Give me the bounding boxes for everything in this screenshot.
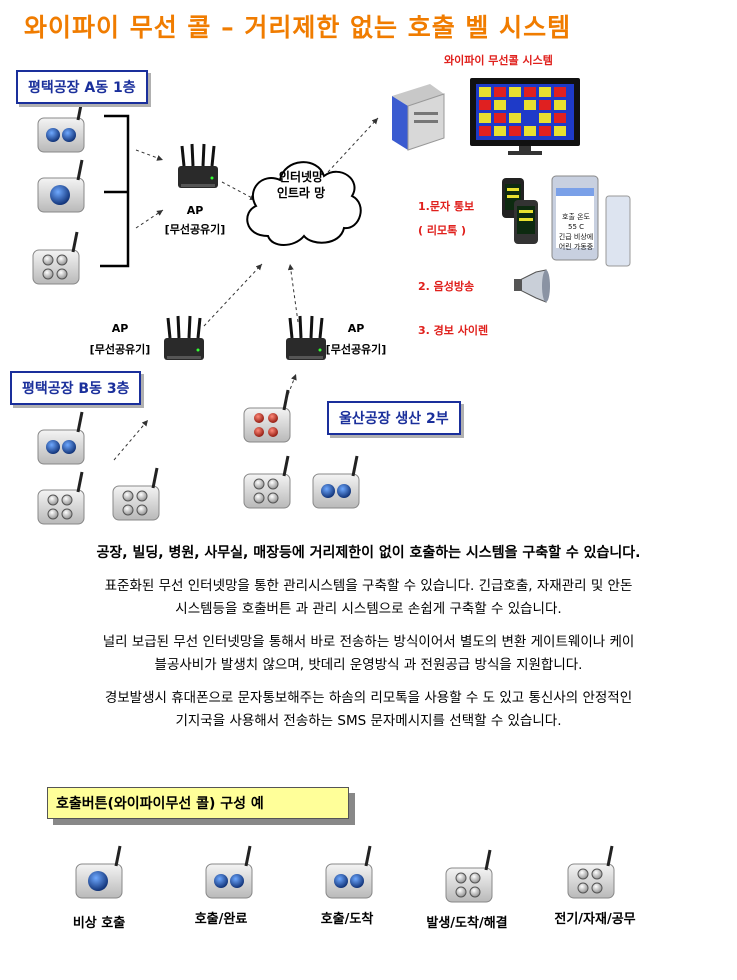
ap-name: AP xyxy=(111,322,129,335)
paragraph-line: 널리 보급된 무선 인터넷망을 통해서 바로 전송하는 방식이어서 별도의 변환… xyxy=(102,634,635,650)
mobile-phone-2 xyxy=(514,200,538,244)
config-device-call-complete xyxy=(204,844,254,900)
config-device-call-arrive xyxy=(324,844,374,900)
config-label-call-complete: 호출/완료 xyxy=(194,912,248,927)
paragraph-line: 경보발생시 휴대폰으로 문자통보해주는 하솜의 리모톡을 사용할 수 도 있고 … xyxy=(104,690,633,706)
site-a-device-3 xyxy=(31,230,81,286)
config-label-occur-arrive-resolve: 발생/도착/해결 xyxy=(426,916,508,931)
site-label-a: 평택공장 A동 1층 xyxy=(16,70,148,104)
paragraph-line: 시스템등을 호출버튼 과 관리 시스템으로 손쉽게 구축할 수 있습니다. xyxy=(175,601,562,617)
smartphone xyxy=(551,175,631,267)
site-c-device-3 xyxy=(311,454,361,510)
phone-line: 호출 온도 xyxy=(562,213,590,221)
site-label-c: 울산공장 생산 2부 xyxy=(327,401,461,435)
ap-sub: [무선공유기] xyxy=(89,343,151,356)
site-b-device-3 xyxy=(111,466,161,522)
notify-siren: 3. 경보 사이렌 xyxy=(418,324,489,337)
megaphone-icon xyxy=(514,269,550,303)
ap-label-right: AP [무선공유기] xyxy=(320,322,392,357)
system-label: 와이파이 무선콜 시스템 xyxy=(444,54,553,67)
phone-line: 긴급 비상에 xyxy=(558,233,594,241)
ap-label-top: AP [무선공유기] xyxy=(160,204,230,237)
notify-voice: 2. 음성방송 xyxy=(418,280,475,293)
ap-name: AP xyxy=(347,322,365,335)
phone-line: 55 C xyxy=(567,223,585,231)
config-label-emergency: 비상 호출 xyxy=(72,916,126,931)
site-b-device-1 xyxy=(36,410,86,466)
paragraph-line: 기지국을 사용해서 전송하는 SMS 문자메시지를 선택할 수 있습니다. xyxy=(175,713,562,729)
phone-line: 어린 가동중 xyxy=(558,243,594,251)
site-a-device-2 xyxy=(36,158,86,214)
ap-label-left: AP [무선공유기] xyxy=(84,322,156,357)
config-title-box xyxy=(47,787,349,819)
config-device-occur-arrive-resolve xyxy=(444,848,494,904)
network-line-1: 인터넷망 xyxy=(278,170,324,184)
ap-router-top xyxy=(176,142,220,190)
ap-router-left xyxy=(162,314,206,362)
smartphone-screen: 호출 온도 55 C 긴급 비상에 어린 가동중 xyxy=(557,212,595,252)
network-cloud xyxy=(246,161,362,246)
site-b-device-2 xyxy=(36,470,86,526)
monitor-status-grid xyxy=(479,87,566,136)
site-label-b: 평택공장 B동 3층 xyxy=(10,371,142,405)
config-label-call-arrive: 호출/도착 xyxy=(320,912,374,927)
network-label: 인터넷망 인트라 망 xyxy=(258,169,344,201)
ap-sub: [무선공유기] xyxy=(164,223,226,236)
config-device-emergency xyxy=(74,844,124,900)
notify-sms-sub: ( 리모톡 ) xyxy=(418,224,467,237)
server-computer xyxy=(392,84,445,151)
config-label-elec-material-work: 전기/자재/공무 xyxy=(554,912,636,927)
config-title: 호출버튼(와이파이무선 콜) 구성 예 xyxy=(56,796,264,812)
page-title: 와이파이 무선 콜 – 거리제한 없는 호출 벨 시스템 xyxy=(24,13,572,42)
paragraph-line: 표준화된 무선 인터넷망을 통한 관리시스템을 구축할 수 있습니다. 긴급호출… xyxy=(104,578,633,594)
site-c-device-2 xyxy=(242,454,292,510)
intro-paragraph: 공장, 빌딩, 병원, 사무실, 매장등에 거리제한이 없이 호출하는 시스템을… xyxy=(96,545,641,561)
site-c-device-1 xyxy=(242,388,292,444)
network-line-2: 인트라 망 xyxy=(276,186,326,200)
notify-sms: 1.문자 통보 xyxy=(418,200,475,213)
paragraph-line: 블공사비가 발생치 않으며, 밧데리 운영방식 과 전원공급 방식을 지원합니다… xyxy=(154,657,583,673)
ap-sub: [무선공유기] xyxy=(325,343,387,356)
ap-name: AP xyxy=(186,204,204,217)
site-a-device-1 xyxy=(36,98,86,154)
config-device-elec-material-work xyxy=(566,844,616,900)
